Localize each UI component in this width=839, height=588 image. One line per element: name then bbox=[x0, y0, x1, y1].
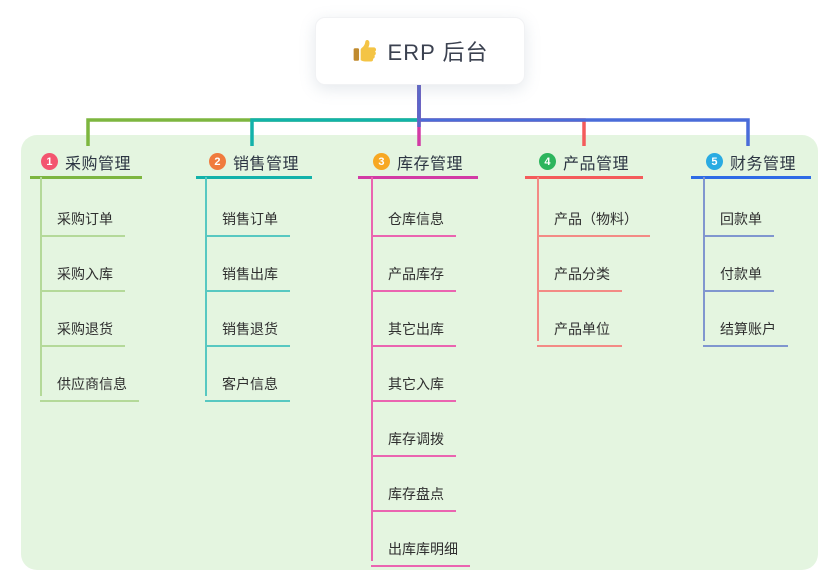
leaf-node-label: 其它入库 bbox=[388, 376, 444, 392]
leaf-node[interactable]: 产品单位 bbox=[537, 310, 622, 347]
leaf-node[interactable]: 产品分类 bbox=[537, 255, 622, 292]
leaf-node[interactable]: 库存盘点 bbox=[371, 475, 456, 512]
leaf-node[interactable]: 回款单 bbox=[703, 200, 774, 237]
mindmap-panel bbox=[21, 135, 818, 570]
child-connector-line bbox=[703, 177, 705, 341]
leaf-node-label: 产品单位 bbox=[554, 321, 610, 337]
leaf-node-label: 销售出库 bbox=[222, 266, 278, 282]
branch-number-badge: 1 bbox=[40, 153, 58, 170]
leaf-node[interactable]: 其它入库 bbox=[371, 365, 456, 402]
branch-title-purchase[interactable]: 1 采购管理 bbox=[30, 147, 142, 179]
leaf-node-label: 产品（物料） bbox=[554, 211, 638, 227]
leaf-node[interactable]: 采购订单 bbox=[40, 200, 125, 237]
leaf-node[interactable]: 仓库信息 bbox=[371, 200, 456, 237]
leaf-node-label: 销售订单 bbox=[222, 211, 278, 227]
leaf-node-label: 结算账户 bbox=[720, 321, 776, 337]
leaf-node[interactable]: 销售退货 bbox=[205, 310, 290, 347]
leaf-node-label: 供应商信息 bbox=[57, 376, 127, 392]
leaf-node-label: 采购入库 bbox=[57, 266, 113, 282]
branch-number-badge: 4 bbox=[538, 153, 556, 170]
leaf-node-label: 库存调拨 bbox=[388, 431, 444, 447]
branch-title-label: 库存管理 bbox=[396, 155, 463, 173]
leaf-node-label: 出库库明细 bbox=[388, 541, 458, 557]
leaf-node[interactable]: 付款单 bbox=[703, 255, 774, 292]
branch-title-product[interactable]: 4 产品管理 bbox=[525, 147, 643, 179]
branch-number-badge: 5 bbox=[705, 153, 723, 170]
leaf-node[interactable]: 其它出库 bbox=[371, 310, 456, 347]
leaf-node[interactable]: 销售出库 bbox=[205, 255, 290, 292]
leaf-node-label: 采购退货 bbox=[57, 321, 113, 337]
leaf-node[interactable]: 客户信息 bbox=[205, 365, 290, 402]
leaf-node-label: 产品分类 bbox=[554, 266, 610, 282]
child-connector-line bbox=[371, 177, 373, 561]
branch-title-inventory[interactable]: 3 库存管理 bbox=[358, 147, 478, 179]
branch-title-label: 产品管理 bbox=[562, 155, 629, 173]
child-connector-line bbox=[537, 177, 539, 341]
leaf-node-label: 仓库信息 bbox=[388, 211, 444, 227]
leaf-node-label: 其它出库 bbox=[388, 321, 444, 337]
leaf-node-label: 付款单 bbox=[720, 266, 762, 282]
root-node-label: ERP 后台 bbox=[387, 40, 489, 65]
thumbs-up-icon bbox=[352, 38, 378, 64]
leaf-node[interactable]: 出库库明细 bbox=[371, 530, 470, 567]
branch-number-badge: 2 bbox=[208, 153, 226, 170]
leaf-node-label: 采购订单 bbox=[57, 211, 113, 227]
branch-title-finance[interactable]: 5 财务管理 bbox=[691, 147, 811, 179]
branch-title-label: 财务管理 bbox=[729, 155, 796, 173]
leaf-node[interactable]: 结算账户 bbox=[703, 310, 788, 347]
child-connector-line bbox=[205, 177, 207, 396]
leaf-node[interactable]: 采购退货 bbox=[40, 310, 125, 347]
branch-title-sales[interactable]: 2 销售管理 bbox=[196, 147, 312, 179]
branch-number-badge: 3 bbox=[372, 153, 390, 170]
leaf-node[interactable]: 销售订单 bbox=[205, 200, 290, 237]
leaf-node[interactable]: 供应商信息 bbox=[40, 365, 139, 402]
leaf-node[interactable]: 产品库存 bbox=[371, 255, 456, 292]
branch-title-label: 销售管理 bbox=[232, 155, 299, 173]
leaf-node-label: 产品库存 bbox=[388, 266, 444, 282]
leaf-node[interactable]: 采购入库 bbox=[40, 255, 125, 292]
leaf-node-label: 销售退货 bbox=[222, 321, 278, 337]
leaf-node[interactable]: 产品（物料） bbox=[537, 200, 650, 237]
leaf-node-label: 客户信息 bbox=[222, 376, 278, 392]
leaf-node-label: 库存盘点 bbox=[388, 486, 444, 502]
leaf-node-label: 回款单 bbox=[720, 211, 762, 227]
root-node[interactable]: ERP 后台 bbox=[315, 17, 525, 85]
child-connector-line bbox=[40, 177, 42, 396]
branch-title-label: 采购管理 bbox=[64, 155, 131, 173]
leaf-node[interactable]: 库存调拨 bbox=[371, 420, 456, 457]
